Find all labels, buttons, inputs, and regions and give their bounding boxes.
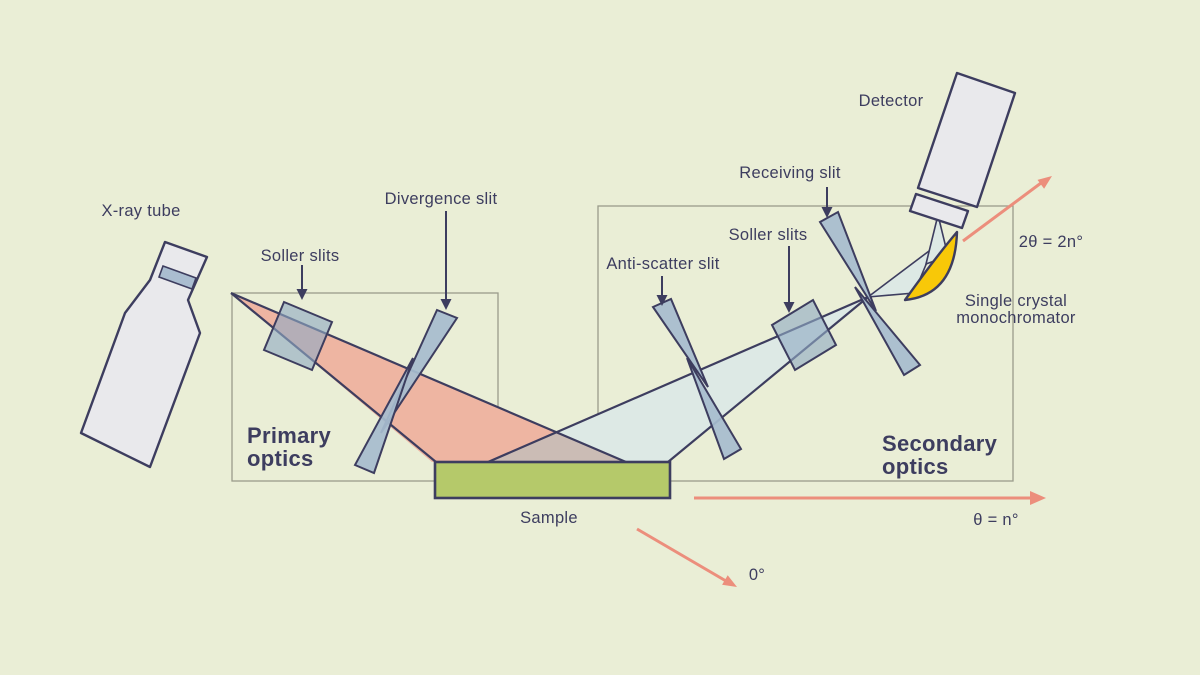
monochromator-label-line2: monochromator <box>956 309 1076 327</box>
detector-nozzle <box>908 192 970 230</box>
secondary-optics-label-line2: optics <box>882 454 949 479</box>
diffracted-beam-bottom-edge <box>667 296 869 463</box>
secondary-soller-slits-block <box>770 298 838 372</box>
primary-optics-label-line1: Primary <box>247 423 332 448</box>
anti-scatter-slit-bottom-blade <box>686 357 743 461</box>
detector-body <box>916 71 1017 209</box>
primary-optics-label-line2: optics <box>247 446 314 471</box>
two-theta-annotation: 2θ = 2n° <box>1019 233 1084 251</box>
sample-holder <box>433 460 672 500</box>
divergence-slit-pointer-arrow <box>440 211 452 310</box>
incident-beam-bottom-edge <box>230 292 437 463</box>
soller-slits-secondary-pointer-arrow <box>783 246 795 313</box>
xray-tube-body <box>79 240 209 469</box>
theta-arrow <box>694 491 1046 505</box>
xray-tube-label: X-ray tube <box>101 202 180 220</box>
beam-overlap-region <box>488 432 626 462</box>
theta-annotation: θ = n° <box>973 511 1019 529</box>
monochromator-label-line1: Single crystal <box>965 292 1067 310</box>
soller-slits-primary-label: Soller slits <box>261 247 340 265</box>
anti-scatter-slit-label: Anti-scatter slit <box>606 255 719 273</box>
divergence-slit-label: Divergence slit <box>385 190 498 208</box>
receiving-slit-pointer-arrow <box>821 187 833 218</box>
two-theta-arrow <box>962 176 1052 243</box>
anti-scatter-slit-pointer-arrow <box>656 276 668 306</box>
xray-tube-window <box>157 264 198 291</box>
detector-label: Detector <box>859 92 924 110</box>
monochromator-crystal <box>903 230 959 302</box>
secondary-optics-box <box>597 205 1014 482</box>
zero-degrees-arrow <box>636 527 737 587</box>
receiving-slit-bottom-blade <box>854 286 922 377</box>
receiving-slit-top-blade <box>818 210 877 312</box>
soller-slits-primary-pointer-arrow <box>296 265 308 300</box>
soller-slits-secondary-label: Soller slits <box>729 226 808 244</box>
primary-soller-slits-block <box>262 300 334 372</box>
receiving-slit-label: Receiving slit <box>739 164 841 182</box>
sample-label: Sample <box>520 509 578 527</box>
secondary-optics-label-line1: Secondary <box>882 431 998 456</box>
zero-degrees-annotation: 0° <box>749 566 765 584</box>
primary-optics-box <box>231 292 499 482</box>
anti-scatter-slit-top-blade <box>651 297 709 388</box>
divergence-slit-bottom-blade <box>353 357 414 475</box>
